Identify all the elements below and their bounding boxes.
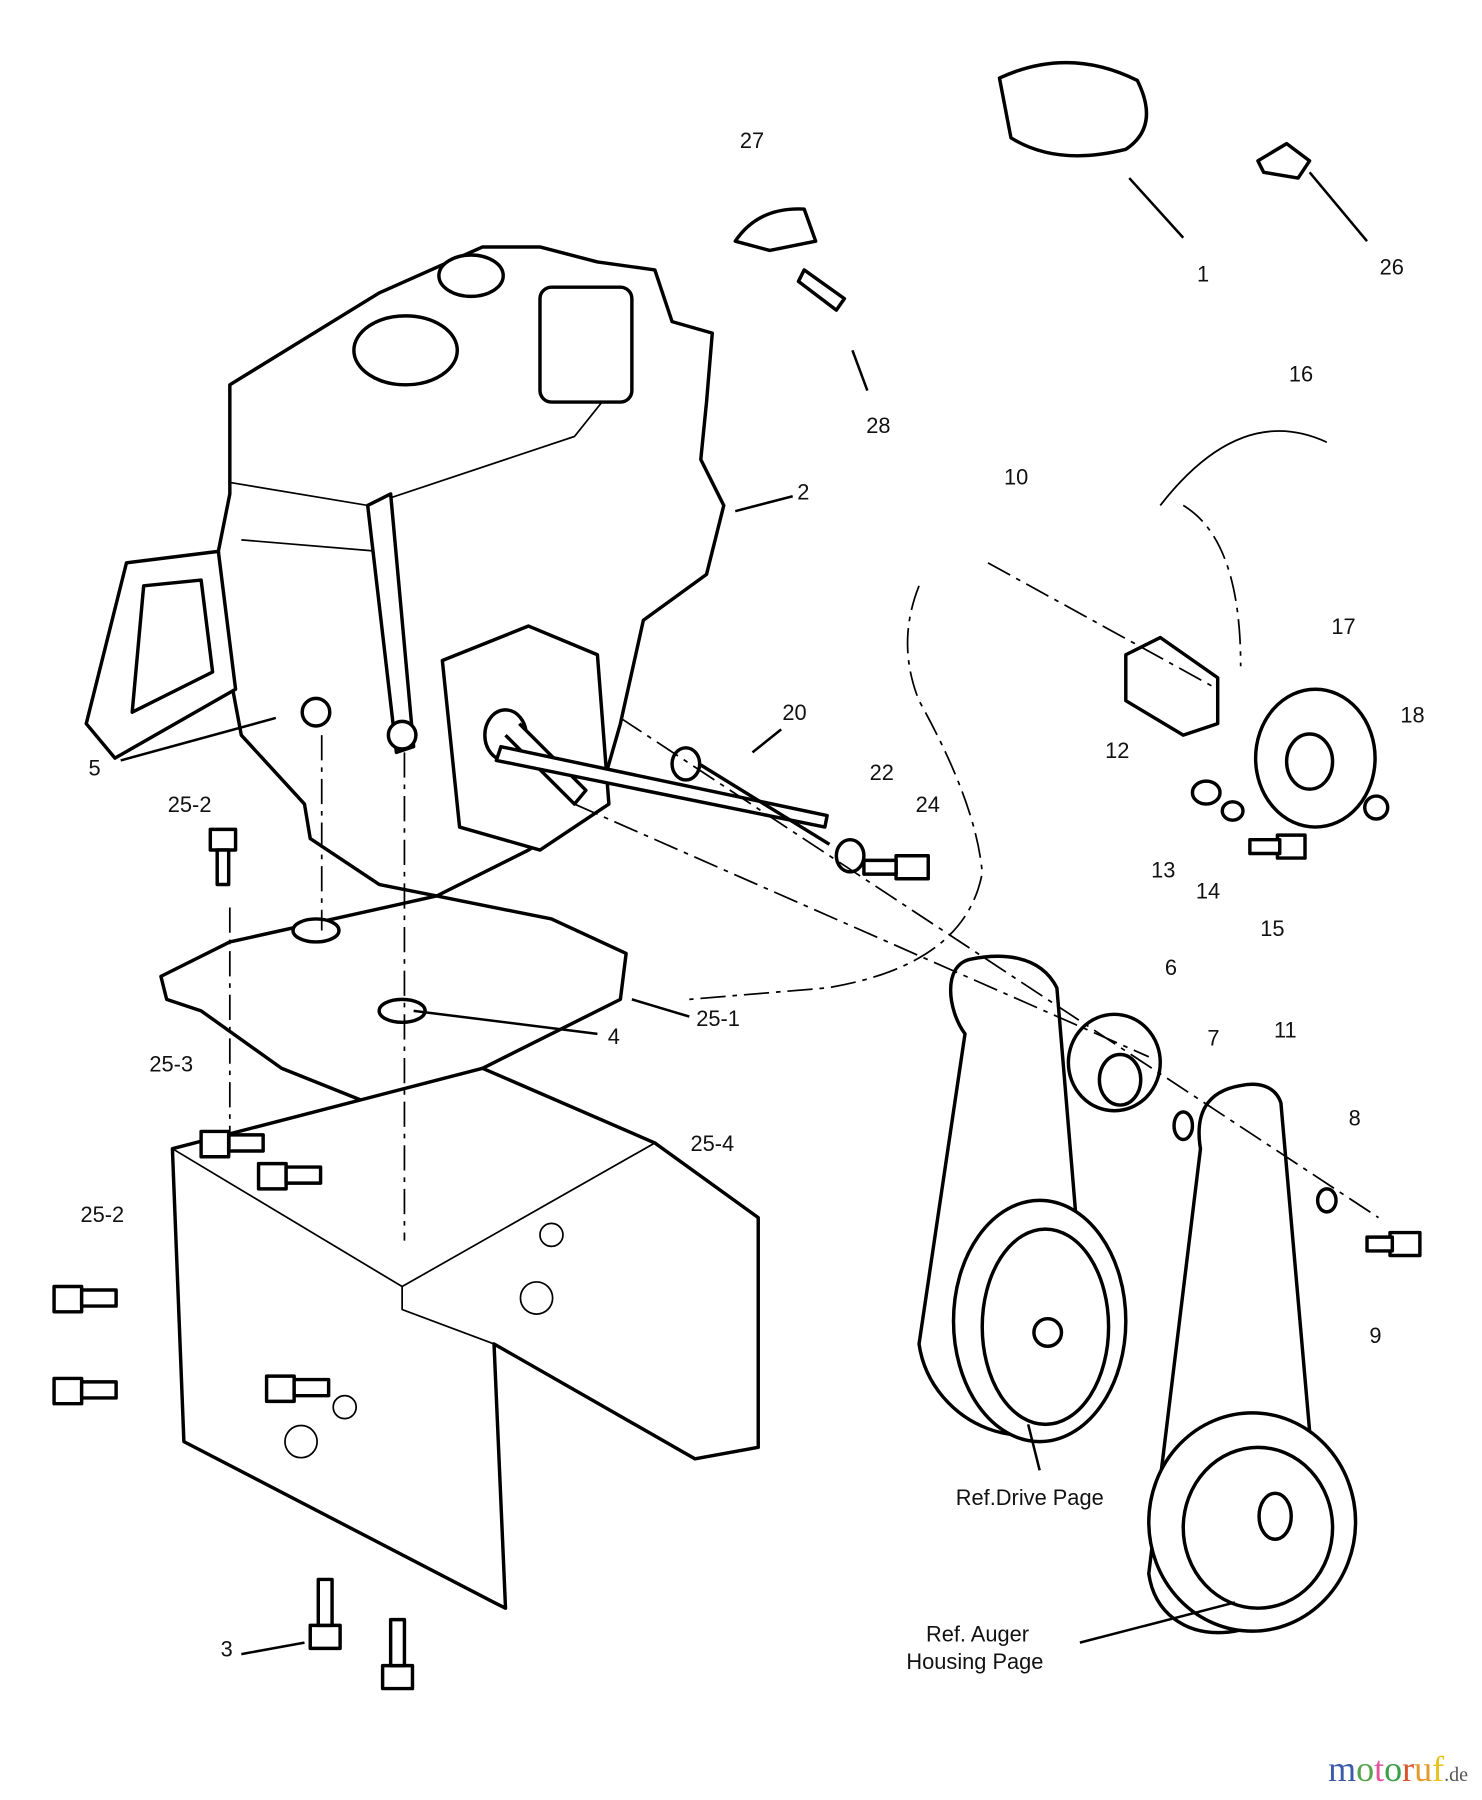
callout-11: 11 [1274, 1017, 1297, 1042]
callout-25-3: 25-3 [149, 1052, 193, 1077]
pulleys-and-belts [670, 60, 1390, 1635]
callout-10: 10 [1004, 465, 1028, 490]
callout-4: 4 [608, 1024, 620, 1049]
leader-lines [120, 171, 1369, 1656]
callout-3: 3 [221, 1636, 233, 1661]
callout-27: 27 [740, 128, 764, 153]
callout-16: 16 [1289, 361, 1313, 386]
callout-17: 17 [1331, 614, 1355, 639]
callout-2: 2 [797, 480, 809, 505]
frame [170, 1066, 760, 1610]
callout-15: 15 [1260, 916, 1284, 941]
engine [84, 245, 726, 898]
callout-18: 18 [1400, 703, 1424, 728]
callout-25-4: 25-4 [690, 1131, 734, 1156]
callout-13: 13 [1151, 858, 1175, 883]
ref-auger-line2: Housing Page [906, 1649, 1043, 1674]
callout-6: 6 [1165, 955, 1177, 980]
callout-14: 14 [1196, 878, 1220, 903]
callout-28: 28 [866, 413, 890, 438]
callout-20: 20 [782, 700, 806, 725]
callout-25-2-top: 25-2 [168, 792, 212, 817]
callout-5: 5 [89, 755, 101, 780]
callout-8: 8 [1349, 1106, 1361, 1131]
watermark-logo: motoruf.de [1328, 1749, 1468, 1789]
callout-labels: 1 2 3 4 5 6 7 8 9 10 11 12 13 14 15 16 1… [81, 128, 1425, 1674]
callout-25-1: 25-1 [696, 1006, 740, 1031]
callout-22: 22 [870, 760, 894, 785]
callout-1: 1 [1197, 261, 1209, 286]
bolts [52, 268, 1422, 1691]
callout-24: 24 [916, 792, 940, 817]
callout-7: 7 [1207, 1025, 1219, 1050]
callout-25-2-bottom: 25-2 [81, 1202, 125, 1227]
ref-auger-line1: Ref. Auger [926, 1621, 1029, 1646]
callout-9: 9 [1369, 1323, 1381, 1348]
callout-26: 26 [1380, 255, 1404, 280]
ref-drive-page: Ref.Drive Page [956, 1485, 1104, 1510]
callout-12: 12 [1105, 738, 1129, 763]
